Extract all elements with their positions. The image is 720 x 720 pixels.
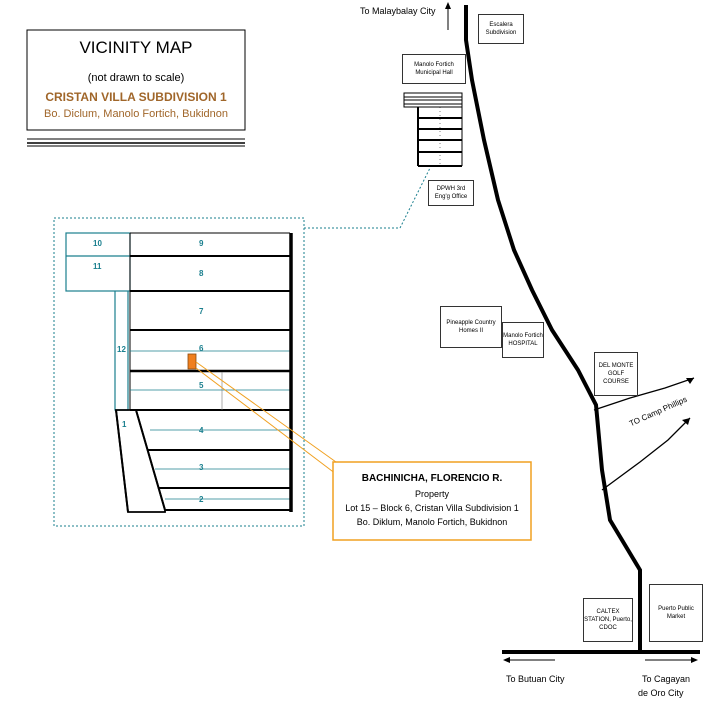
golf-box: DEL MONTE GOLF COURSE (594, 352, 638, 396)
main-highway (464, 5, 642, 652)
location-line: Bo. Diclum, Manolo Fortich, Bukidnon (43, 108, 229, 120)
pineapple-label: Pineapple Country Homes II (446, 320, 496, 334)
property-callout-frame (332, 461, 532, 541)
subdivision-plan (65, 232, 293, 513)
arrow-butuan-head (503, 657, 510, 663)
inset-frame (53, 217, 305, 527)
arrow-north-head (445, 2, 451, 9)
block-label-2: 2 (199, 495, 204, 504)
property-address: Bo. Diklum, Manolo Fortich, Bukidnon (356, 517, 508, 527)
label-to-cagayan-2: de Oro City (638, 688, 684, 698)
block-label-7: 7 (199, 307, 204, 316)
escalera-box: Escalera Subdivision (478, 14, 524, 44)
dpwh-label: DPWH 3rd Eng'g Office (434, 186, 468, 200)
block-label-12: 12 (117, 345, 126, 354)
block-label-11: 11 (93, 262, 102, 271)
inset-connector (304, 167, 431, 229)
municipal-hall-label: Manolo Fortich Municipal Hall (414, 62, 454, 76)
camp-arrow-head-lower (682, 418, 690, 425)
callout-leader-2 (195, 367, 337, 475)
block-label-6: 6 (199, 344, 204, 353)
arrow-cagayan-head (691, 657, 698, 663)
hospital-box: Manolo Fortich HOSPITAL (502, 322, 544, 358)
market-label: Puerto Public Market (658, 606, 694, 620)
camp-phillips-road-upper (593, 377, 695, 411)
pineapple-box: Pineapple Country Homes II (440, 306, 502, 348)
title-box-frame (26, 29, 246, 131)
camp-arrow-head-upper (686, 378, 694, 384)
property-marker (187, 353, 197, 370)
market-box: Puerto Public Market (649, 584, 703, 642)
map-title: VICINITY MAP (79, 38, 193, 57)
block-label-9: 9 (199, 239, 204, 248)
dpwh-box: DPWH 3rd Eng'g Office (428, 180, 474, 206)
property-lot: Lot 15 – Block 6, Cristan Villa Subdivis… (345, 503, 519, 513)
block-label-10: 10 (93, 239, 102, 248)
label-to-cagayan-1: To Cagayan (642, 674, 691, 684)
caltex-box: CALTEX STATION, Puerto, CDOC (583, 598, 633, 642)
property-type: Property (414, 489, 449, 499)
block-label-3: 3 (199, 463, 204, 472)
subdivision-name: CRISTAN VILLA SUBDIVISION 1 (45, 90, 227, 104)
callout-leader-1 (195, 361, 337, 463)
golf-label: DEL MONTE GOLF COURSE (598, 363, 634, 385)
property-owner: BACHINICHA, FLORENCIO R. (361, 473, 503, 484)
label-to-butuan: To Butuan City (506, 674, 565, 684)
municipal-hall-box: Manolo Fortich Municipal Hall (402, 54, 466, 84)
camp-phillips-road-lower (601, 417, 691, 491)
scale-note: (not drawn to scale) (87, 72, 185, 84)
escalera-label: Escalera Subdivision (485, 22, 517, 36)
block-label-8: 8 (199, 269, 204, 278)
hospital-label: Manolo Fortich HOSPITAL (503, 333, 543, 347)
block-label-1: 1 (122, 420, 127, 429)
block-label-5: 5 (199, 381, 204, 390)
block-label-4: 4 (199, 426, 204, 435)
label-to-malaybalay: To Malaybalay City (360, 6, 436, 16)
municipal-hall-grid (403, 92, 463, 167)
caltex-label: CALTEX STATION, Puerto, CDOC (584, 609, 632, 631)
